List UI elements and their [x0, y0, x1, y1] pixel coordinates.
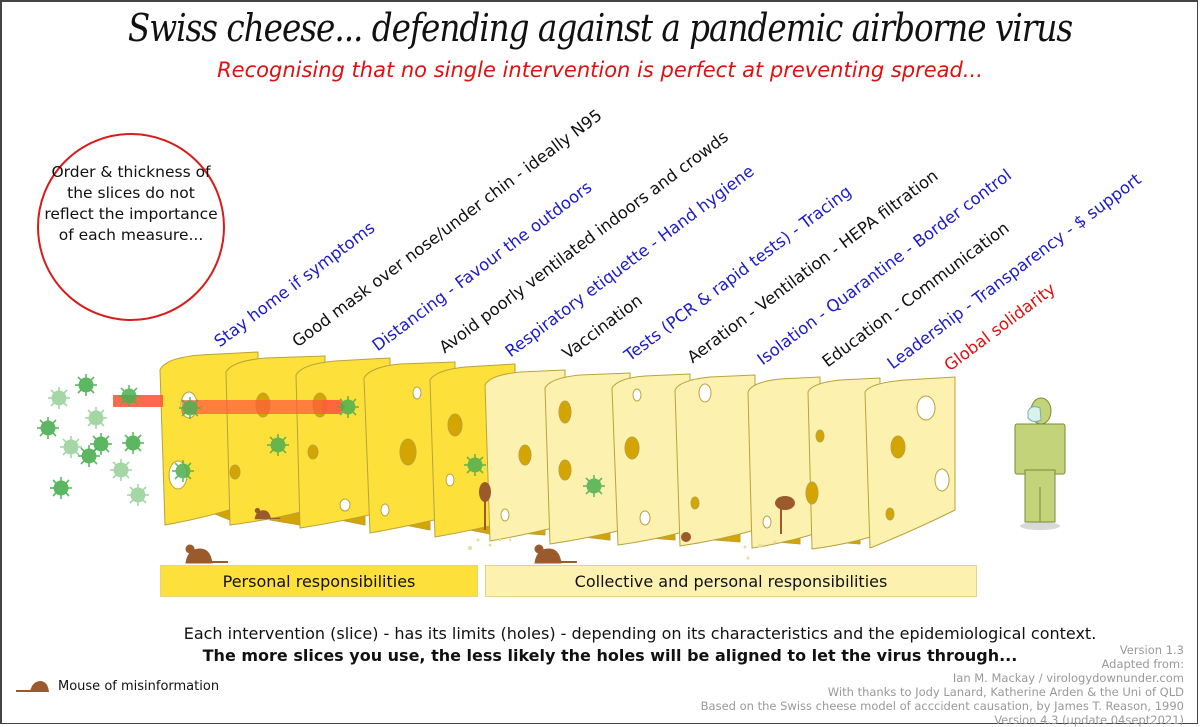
- legend-label: Mouse of misinformation: [58, 678, 220, 694]
- band-personal-responsibilities: Personal responsibilities: [160, 565, 478, 597]
- person-figure: [1014, 397, 1066, 530]
- credit-line: With thanks to Jody Lanard, Katherine Ar…: [827, 685, 1184, 699]
- credit-line: Ian M. Mackay / virologydownunder.com: [952, 671, 1184, 685]
- credits: Version 1.3 Adapted from: Ian M. Mackay …: [701, 643, 1184, 727]
- credit-line: Version 1.3: [1119, 643, 1184, 657]
- credit-line: Adapted from:: [1101, 657, 1185, 671]
- slice-11: [807, 377, 881, 550]
- diagram-title: Swiss cheese... defending against a pand…: [127, 6, 1073, 50]
- slice-8: [611, 373, 691, 546]
- slice-12: [864, 376, 956, 549]
- caption-line-2: The more slices you use, the less likely…: [202, 646, 1018, 665]
- note-circle: [37, 133, 225, 321]
- diagram-subtitle: Recognising that no single intervention …: [217, 58, 983, 82]
- credit-line: Version 4.3 (update 04sept2021): [994, 713, 1184, 727]
- band-collective-responsibilities: Collective and personal responsibilities: [485, 565, 977, 597]
- legend: Mouse of misinformation: [16, 678, 219, 694]
- mouse-icon: [16, 681, 49, 692]
- caption-line-1: Each intervention (slice) - has its limi…: [183, 624, 1097, 643]
- credit-line: Based on the Swiss cheese model of accci…: [700, 699, 1184, 713]
- virus-path-arrow: [113, 395, 345, 414]
- note-text: Order & thickness of the slices do not r…: [44, 163, 218, 244]
- mouse-climbing: [479, 482, 795, 542]
- slice-9: [674, 374, 756, 547]
